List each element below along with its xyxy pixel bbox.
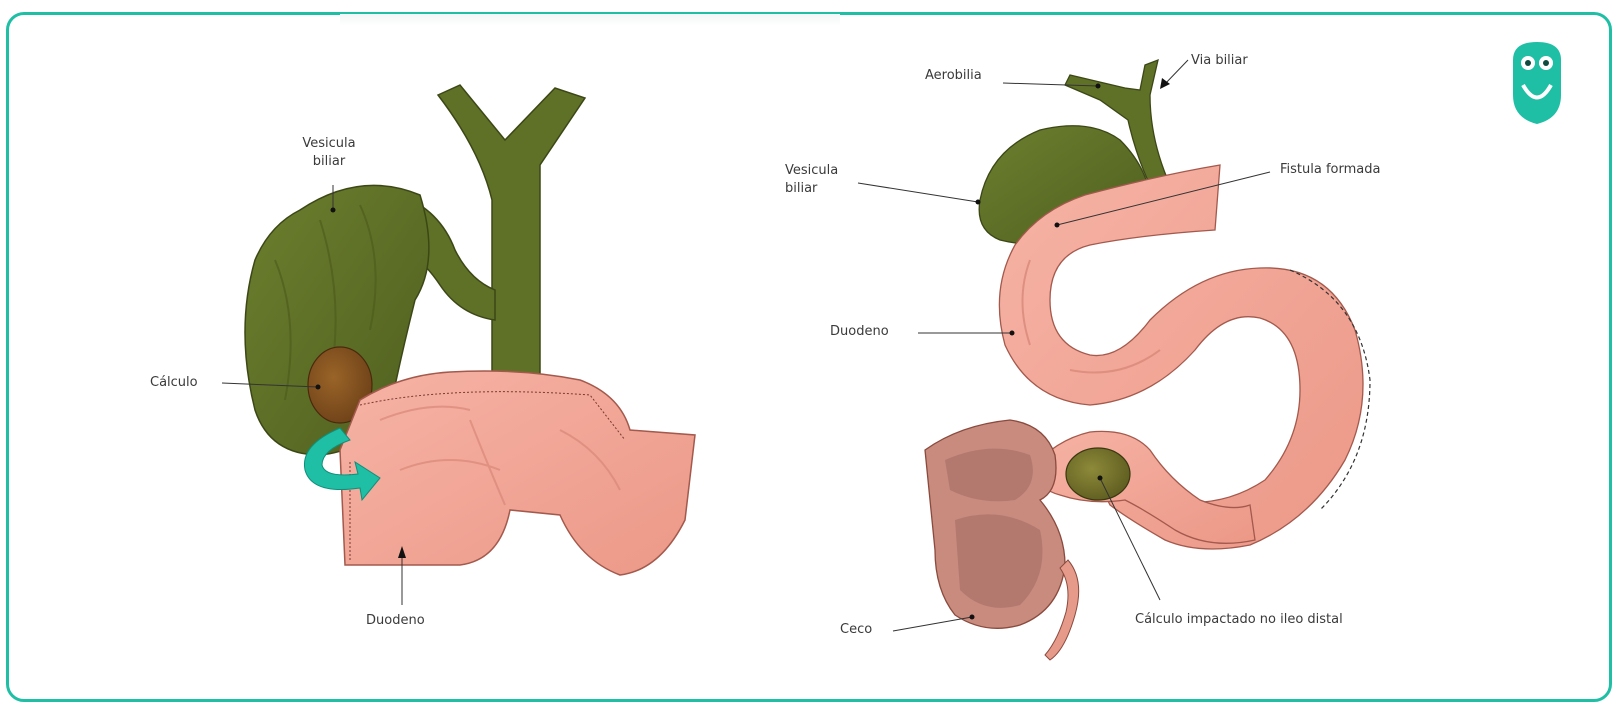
- left-duodenum: [340, 371, 695, 575]
- label-left-calculo: Cálculo: [150, 374, 198, 392]
- label-fistula: Fistula formada: [1280, 161, 1380, 179]
- impacted-gallstone: [1066, 448, 1130, 500]
- label-left-vesicula: Vesicula biliar: [294, 135, 364, 171]
- label-ceco: Ceco: [840, 621, 872, 639]
- label-right-vesicula: Vesicula biliar: [785, 162, 838, 198]
- label-via-biliar: Via biliar: [1191, 52, 1248, 70]
- left-bile-duct: [438, 85, 585, 375]
- label-right-duodeno: Duodeno: [830, 323, 889, 341]
- label-left-duodeno: Duodeno: [366, 612, 425, 630]
- left-figure: [222, 85, 695, 605]
- owl-logo-icon: [1513, 42, 1561, 124]
- label-aerobilia: Aerobilia: [925, 67, 982, 85]
- label-calculo-impactado: Cálculo impactado no ileo distal: [1135, 611, 1343, 629]
- right-figure: [858, 60, 1370, 660]
